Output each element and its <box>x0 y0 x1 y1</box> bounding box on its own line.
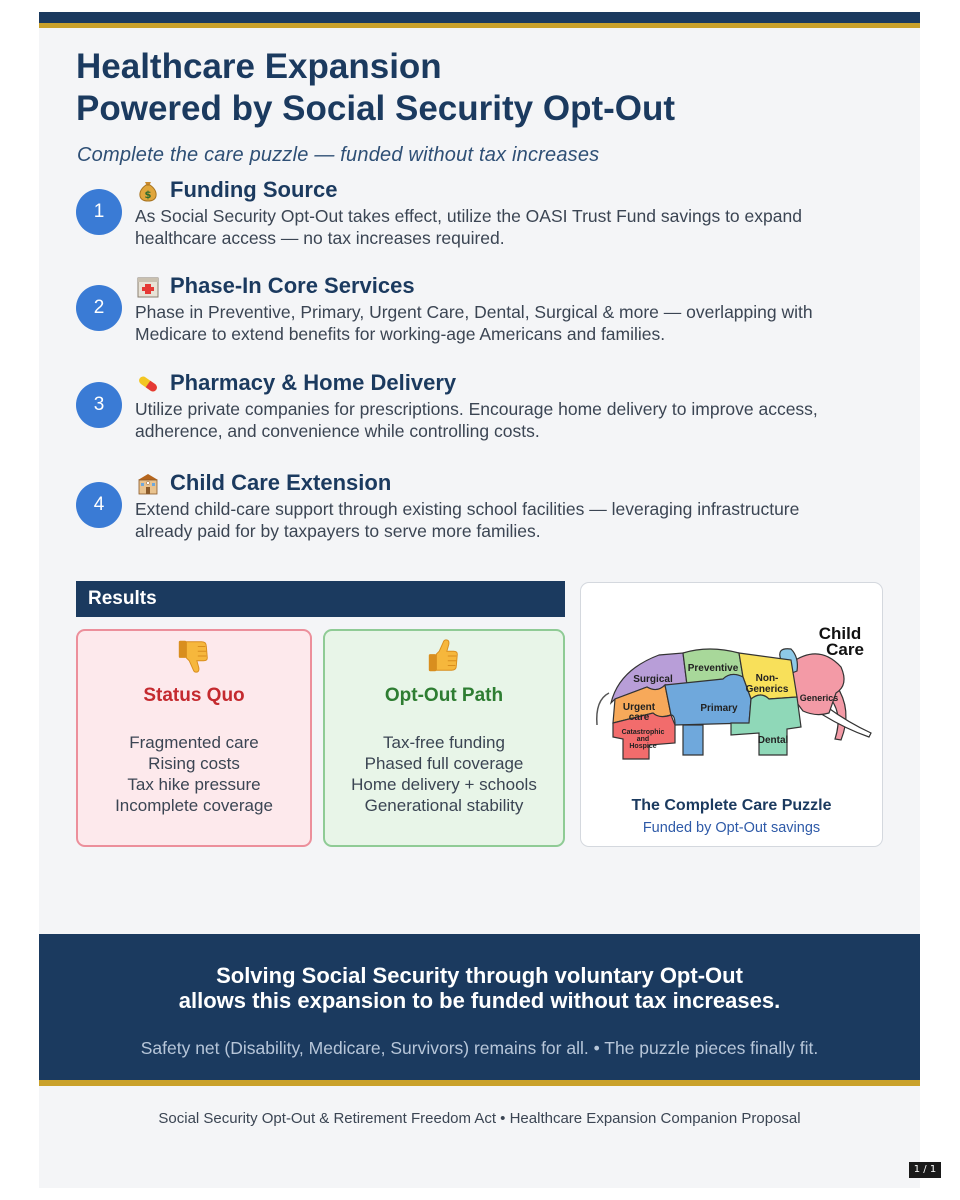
step-pharmacy-home-delivery: 3 Pharmacy & Home Delivery Utilize priva… <box>76 370 876 472</box>
step-description: Extend child-care support through existi… <box>135 499 800 541</box>
page-subtitle: Complete the care puzzle — funded withou… <box>77 144 600 166</box>
list-item: Tax hike pressure <box>127 775 261 794</box>
step-child-care-extension: 4 Child Care Extension Extend child-care… <box>76 470 876 572</box>
document-page: Healthcare Expansion Powered by Social S… <box>39 12 920 1188</box>
banner-gold-stripe <box>39 1080 920 1086</box>
puzzle-label-child: Child <box>819 624 862 643</box>
money-bag-icon: $ <box>139 182 157 202</box>
top-gold-stripe <box>39 23 920 28</box>
opt-out-path-card: Opt-Out Path Tax-free funding Phased ful… <box>323 629 565 847</box>
status-quo-title: Status Quo <box>143 685 245 706</box>
status-quo-card: Status Quo Fragmented care Rising costs … <box>76 629 312 847</box>
puzzle-label-primary: Primary <box>700 703 738 714</box>
list-item: Generational stability <box>364 796 524 815</box>
opt-out-path-list: Tax-free funding Phased full coverage Ho… <box>325 732 563 816</box>
page-footer: Social Security Opt-Out & Retirement Fre… <box>158 1110 801 1127</box>
puzzle-label-and: and <box>637 736 649 743</box>
step-number-badge: 3 <box>76 382 122 428</box>
puzzle-caption-title: The Complete Care Puzzle <box>631 797 832 814</box>
summary-banner: Solving Social Security through voluntar… <box>39 934 920 1080</box>
list-item: Fragmented care <box>129 733 259 752</box>
puzzle-label-dental: Dental <box>758 735 789 746</box>
puzzle-label-surgical: Surgical <box>633 674 673 685</box>
puzzle-label-generics: Generics <box>800 693 839 703</box>
list-item: Rising costs <box>148 754 240 773</box>
pill-icon <box>139 376 157 392</box>
results-header: Results <box>76 581 565 617</box>
step-heading: Phase-In Core Services <box>170 273 415 298</box>
step-heading: Child Care Extension <box>170 470 392 495</box>
list-item: Home delivery + schools <box>351 775 537 794</box>
page-indicator: 1 / 1 <box>909 1162 941 1178</box>
page-title: Healthcare Expansion Powered by Social S… <box>76 46 675 130</box>
list-item: Phased full coverage <box>364 754 524 773</box>
puzzle-label-hospice: Hospice <box>629 743 656 750</box>
step-description: Phase in Preventive, Primary, Urgent Car… <box>135 302 813 344</box>
svg-text:$: $ <box>145 190 152 201</box>
step-heading: Pharmacy & Home Delivery <box>170 370 457 395</box>
opt-out-path-title: Opt-Out Path <box>384 685 504 706</box>
thumbs-up-icon <box>428 639 458 672</box>
step-description: As Social Security Opt-Out takes effect,… <box>135 206 802 248</box>
puzzle-label-care: Care <box>826 640 864 659</box>
puzzle-label-non-generics: Generics <box>746 684 789 695</box>
puzzle-label-care-2: care <box>629 712 650 723</box>
step-number-badge: 1 <box>76 189 122 235</box>
school-icon <box>138 474 158 495</box>
banner-headline-line-1: Solving Social Security through voluntar… <box>216 963 743 988</box>
step-heading: Funding Source <box>170 177 338 202</box>
banner-subtext: Safety net (Disability, Medicare, Surviv… <box>140 1038 819 1058</box>
banner-headline-line-2: allows this expansion to be funded witho… <box>178 988 781 1013</box>
step-description: Utilize private companies for prescripti… <box>135 399 818 441</box>
puzzle-label-catastrophic: Catastrophic <box>622 729 665 736</box>
step-number-badge: 2 <box>76 285 122 331</box>
care-puzzle-card: Child Care Preventive Surgical Non- Gene… <box>580 582 883 847</box>
puzzle-label-non: Non- <box>756 673 779 684</box>
status-quo-list: Fragmented care Rising costs Tax hike pr… <box>78 732 310 816</box>
step-phase-in-core-services: 2 Phase-In Core Services Phase in Preven… <box>76 273 876 375</box>
title-line-2: Powered by Social Security Opt-Out <box>76 89 676 128</box>
list-item: Tax-free funding <box>383 733 505 752</box>
puzzle-label-urgent: Urgent <box>623 702 656 713</box>
step-funding-source: 1 $ Funding Source As Social Security Op… <box>76 177 876 279</box>
puzzle-caption-subtitle: Funded by Opt-Out savings <box>642 820 821 836</box>
puzzle-label-preventive: Preventive <box>688 663 739 674</box>
top-accent-bar <box>39 12 920 23</box>
list-item: Incomplete coverage <box>115 796 273 815</box>
elephant-puzzle-illustration: Child Care Preventive Surgical Non- Gene… <box>596 624 872 760</box>
hospital-icon <box>137 277 159 298</box>
thumbs-down-icon <box>178 640 208 673</box>
step-number-badge: 4 <box>76 482 122 528</box>
title-line-1: Healthcare Expansion <box>76 47 442 86</box>
